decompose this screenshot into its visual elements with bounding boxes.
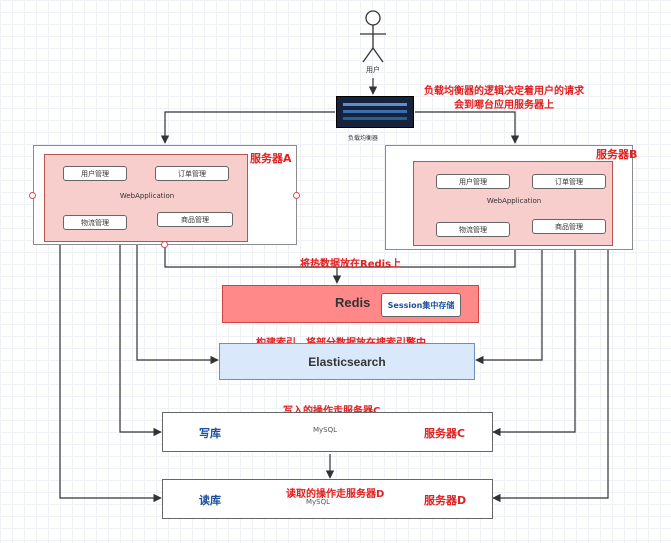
server-a-to-read-db-arrow: [59, 244, 162, 503]
server-b-to-read-db-arrow: [492, 250, 609, 503]
write-db-note: 写入的操作走服务器C: [283, 402, 380, 417]
read-db-box: [162, 479, 493, 519]
server-b-title: 服务器B: [596, 148, 638, 161]
server-a-to-write-db-arrow: [119, 244, 162, 437]
server-b-module-logistics: 物流管理: [436, 222, 510, 237]
server-a-title: 服务器A: [250, 152, 292, 165]
server-a: 用户管理 订单管理 WebApplication 物流管理 商品管理: [33, 145, 297, 245]
server-a-right-handle: [293, 192, 300, 199]
load-balancer-label: 负载均衡器: [348, 135, 379, 142]
write-mysql-label: MySQL: [313, 426, 338, 434]
server-a-module-user: 用户管理: [63, 166, 127, 181]
redis-note: 将热数据放在Redis上: [300, 259, 402, 270]
server-a-to-redis-line: [164, 244, 337, 268]
elasticsearch-box: Elasticsearch: [219, 343, 475, 380]
session-store-box: Session集中存储: [381, 293, 461, 317]
server-b-module-user: 用户管理: [436, 174, 510, 189]
server-b-module-order: 订单管理: [532, 174, 606, 189]
server-b-webapp: 用户管理 订单管理 WebApplication 物流管理 商品管理: [413, 161, 613, 246]
server-b-to-write-db-arrow: [492, 250, 576, 437]
server-a-module-order: 订单管理: [155, 166, 229, 181]
server-a-module-product: 商品管理: [157, 212, 233, 227]
load-balancer-icon: [336, 96, 414, 128]
server-b-app-label: WebApplication: [486, 197, 542, 205]
lb-annotation-line2: 会到哪台应用服务器上: [454, 100, 554, 111]
lb-to-server-b-arrow: [415, 111, 520, 144]
server-a-app-label: WebApplication: [119, 192, 175, 200]
redis-box: Redis Session集中存储: [222, 285, 479, 323]
server-b-module-product: 商品管理: [532, 219, 606, 234]
server-a-to-es-arrow: [136, 244, 219, 365]
read-db-note: 读取的操作走服务器D: [286, 489, 385, 500]
server-a-module-logistics: 物流管理: [63, 215, 127, 230]
lb-annotation-line1: 负载均衡器的逻辑决定着用户的请求: [424, 86, 584, 97]
server-b-to-es-arrow: [475, 250, 543, 365]
write-db-box: [162, 412, 493, 452]
read-mysql-label: MySQL: [306, 498, 331, 506]
read-db-label: 读库: [199, 494, 221, 507]
write-db-label: 写库: [199, 427, 221, 440]
elasticsearch-label: Elasticsearch: [308, 354, 386, 369]
server-a-webapp: 用户管理 订单管理 WebApplication 物流管理 商品管理: [44, 154, 248, 242]
server-b: 用户管理 订单管理 WebApplication 物流管理 商品管理: [385, 145, 633, 250]
server-b-to-redis-line: [337, 244, 516, 268]
lb-to-server-a-arrow: [160, 111, 335, 144]
server-c-label: 服务器C: [424, 427, 466, 440]
server-a-left-handle: [29, 192, 36, 199]
server-a-bottom-handle: [161, 241, 168, 248]
redis-label: Redis: [335, 295, 371, 310]
user-icon: [360, 10, 386, 63]
server-d-label: 服务器D: [424, 494, 467, 507]
user-label: 用户: [366, 66, 380, 74]
